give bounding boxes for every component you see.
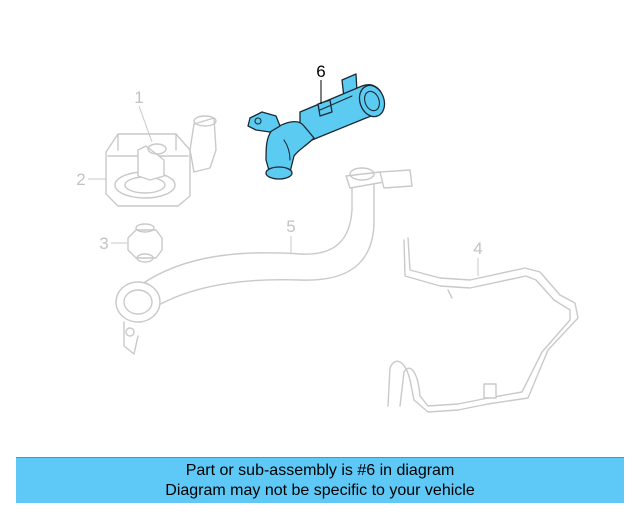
part-tube-line bbox=[387, 237, 579, 413]
banner-line-disclaimer: Diagram may not be specific to your vehi… bbox=[165, 482, 475, 499]
part-oil-cooler bbox=[105, 115, 217, 207]
info-banner: Part or sub-assembly is #6 in diagram Di… bbox=[16, 457, 624, 503]
callout-3: 3 bbox=[99, 234, 108, 253]
part-hose bbox=[115, 167, 413, 355]
callout-5: 5 bbox=[286, 217, 295, 236]
callout-4: 4 bbox=[473, 239, 482, 258]
callout-leaders bbox=[88, 80, 479, 276]
banner-line-part: Part or sub-assembly is #6 in diagram bbox=[185, 462, 455, 479]
part-fitting bbox=[127, 223, 163, 263]
callout-1: 1 bbox=[134, 88, 143, 107]
part-6-highlighted bbox=[247, 73, 386, 180]
parts-diagram: 1 2 3 4 5 6 bbox=[76, 62, 579, 413]
callout-6: 6 bbox=[316, 62, 325, 81]
callout-2: 2 bbox=[76, 170, 85, 189]
